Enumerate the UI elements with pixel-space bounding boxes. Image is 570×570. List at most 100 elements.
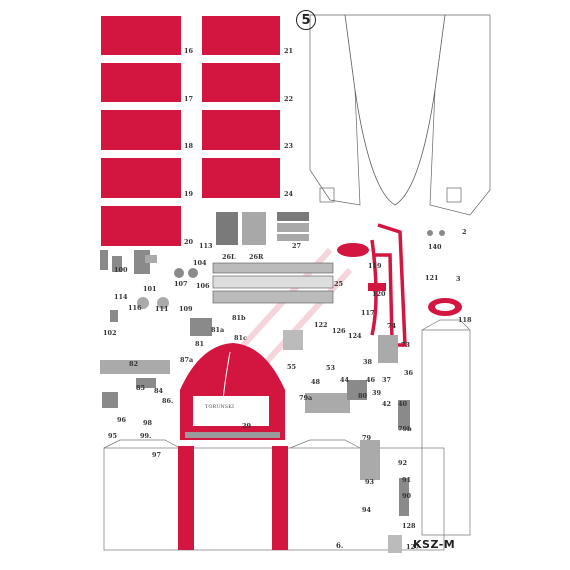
label-94: 94 bbox=[362, 506, 372, 514]
label-79a: 79a bbox=[299, 394, 313, 402]
label-91: 91 bbox=[402, 476, 411, 484]
label-98: 98 bbox=[143, 419, 153, 427]
label-17: 17 bbox=[184, 95, 193, 103]
label-111: 111 bbox=[155, 305, 169, 313]
panel-24 bbox=[202, 158, 280, 198]
label-120: 120 bbox=[372, 290, 386, 298]
panel-16 bbox=[101, 16, 181, 55]
label-97: 97 bbox=[152, 451, 161, 459]
hull-right-panel bbox=[421, 319, 471, 536]
label-100: 100 bbox=[114, 266, 128, 274]
hull-bow bbox=[180, 343, 285, 440]
label-128: 128 bbox=[402, 522, 416, 530]
red-panels-left: 16 17 18 19 20 bbox=[101, 16, 194, 246]
label-26r: 26R bbox=[249, 253, 264, 261]
panel-20 bbox=[101, 206, 181, 246]
label-101: 101 bbox=[143, 285, 157, 293]
label-39: 39 bbox=[372, 389, 382, 397]
label-124: 124 bbox=[348, 332, 362, 340]
panel-19 bbox=[101, 158, 181, 198]
label-81c: 81c bbox=[234, 334, 247, 342]
label-80: 80 bbox=[358, 392, 368, 400]
label-82: 82 bbox=[129, 360, 138, 368]
label-81: 81 bbox=[195, 340, 204, 348]
label-42: 42 bbox=[382, 400, 391, 408]
label-27: 27 bbox=[292, 242, 301, 250]
grey-detail-clusters bbox=[100, 230, 445, 553]
label-29: 29 bbox=[242, 422, 252, 430]
bow-marking: TORUNSKI bbox=[205, 404, 234, 410]
label-118: 118 bbox=[458, 316, 472, 324]
label-16: 16 bbox=[184, 47, 194, 55]
page-number: 5 bbox=[296, 10, 316, 30]
label-26l: 26L bbox=[222, 253, 236, 261]
red-oval-parts bbox=[337, 243, 462, 316]
label-55: 55 bbox=[287, 363, 297, 371]
label-119: 119 bbox=[368, 262, 382, 270]
label-23: 23 bbox=[284, 142, 294, 150]
label-81b: 81b bbox=[232, 314, 246, 322]
label-38: 38 bbox=[363, 358, 373, 366]
panel-21 bbox=[202, 16, 280, 55]
label-116: 116 bbox=[128, 304, 142, 312]
label-2: 2 bbox=[462, 228, 467, 236]
panel-18 bbox=[101, 110, 181, 150]
label-22: 22 bbox=[284, 95, 293, 103]
label-90: 90 bbox=[402, 492, 412, 500]
label-24: 24 bbox=[284, 190, 294, 198]
label-113: 113 bbox=[199, 242, 213, 250]
label-18: 18 bbox=[184, 142, 194, 150]
label-85: 85 bbox=[136, 384, 146, 392]
label-19: 19 bbox=[184, 190, 194, 198]
label-53: 53 bbox=[326, 364, 336, 372]
label-102: 102 bbox=[103, 329, 117, 337]
deck-part-top bbox=[309, 14, 491, 216]
label-122: 122 bbox=[314, 321, 328, 329]
label-96: 96 bbox=[117, 416, 127, 424]
label-92: 92 bbox=[398, 459, 407, 467]
label-106: 106 bbox=[196, 282, 210, 290]
label-81a: 81a bbox=[211, 326, 225, 334]
label-86: 86. bbox=[162, 397, 173, 405]
label-36: 36 bbox=[404, 369, 414, 377]
part-labels: 2 3 25 26L 26R 27 29 36 37 38 39 40 42 4… bbox=[103, 228, 472, 551]
part-25-strip bbox=[212, 262, 334, 304]
label-37: 37 bbox=[382, 376, 391, 384]
logo-text: KSZ-M bbox=[413, 538, 456, 551]
label-117: 117 bbox=[361, 309, 375, 317]
label-99: 99. bbox=[140, 432, 151, 440]
label-126: 126 bbox=[332, 327, 346, 335]
label-20: 20 bbox=[184, 238, 194, 246]
label-95: 95 bbox=[108, 432, 118, 440]
label-107: 107 bbox=[174, 280, 188, 288]
label-121: 121 bbox=[425, 274, 439, 282]
label-21: 21 bbox=[284, 47, 293, 55]
label-48: 48 bbox=[311, 378, 321, 386]
label-79: 79 bbox=[362, 434, 372, 442]
label-109: 109 bbox=[179, 305, 193, 313]
label-84: 84 bbox=[154, 387, 164, 395]
label-74: 74 bbox=[387, 322, 397, 330]
label-114: 114 bbox=[114, 293, 128, 301]
hull-side-panels bbox=[103, 439, 445, 551]
panel-17 bbox=[101, 63, 181, 102]
label-46: 46 bbox=[366, 376, 376, 384]
label-79b: 79b bbox=[398, 425, 412, 433]
label-87a: 87a bbox=[180, 356, 194, 364]
label-127: 127 bbox=[406, 543, 420, 551]
label-25: 25 bbox=[334, 280, 344, 288]
sheet-number: 6. bbox=[336, 541, 344, 550]
panel-23 bbox=[202, 110, 280, 150]
label-44: 44 bbox=[340, 376, 350, 384]
label-3: 3 bbox=[456, 275, 461, 283]
label-104: 104 bbox=[193, 259, 207, 267]
label-73: 73 bbox=[401, 341, 411, 349]
panel-22 bbox=[202, 63, 280, 102]
red-frames-73-74 bbox=[370, 223, 407, 347]
grey-parts-26-27 bbox=[216, 212, 309, 245]
red-panels-right: 21 22 23 24 bbox=[202, 16, 294, 198]
label-40: 40 bbox=[398, 400, 408, 408]
label-93: 93 bbox=[365, 478, 375, 486]
label-140: 140 bbox=[428, 243, 442, 251]
